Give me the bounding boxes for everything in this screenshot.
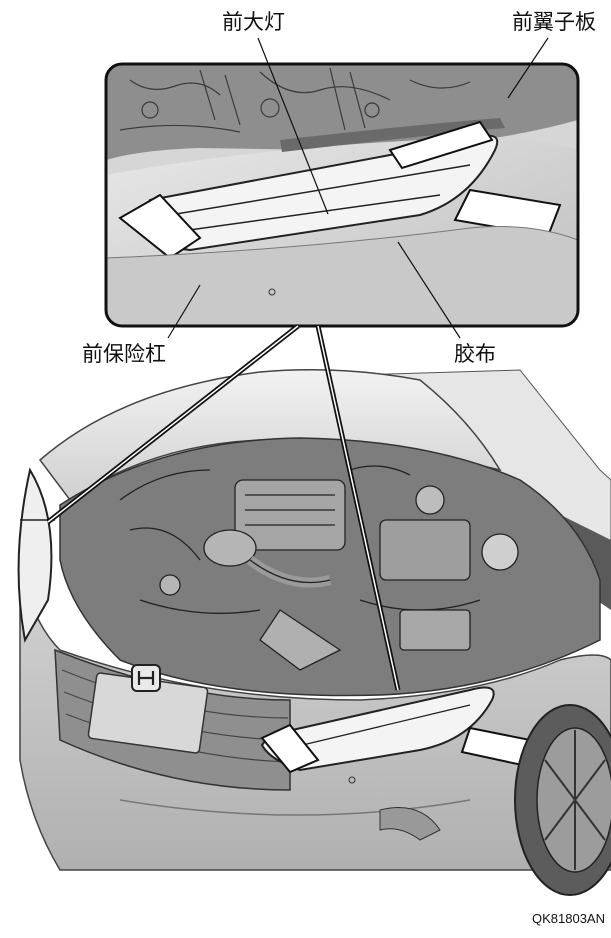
car-main [17,369,611,896]
inset-frame [104,62,580,328]
emblem-icon [131,664,161,692]
inset-tape [118,120,562,260]
figure-code: QK81803AN [532,911,605,926]
callout-tape: 胶布 [454,342,496,366]
callout-headlight: 前大灯 [222,10,285,34]
detail-inset [106,64,578,326]
inset-engine-parts [119,67,471,133]
tape-right [260,723,532,774]
callout-bumper: 前保险杠 [82,342,166,366]
callout-leaders [167,37,549,339]
headlight-right [260,686,495,772]
callout-fender: 前翼子板 [512,10,596,34]
engine-detail [119,465,519,671]
wheel [514,704,611,896]
